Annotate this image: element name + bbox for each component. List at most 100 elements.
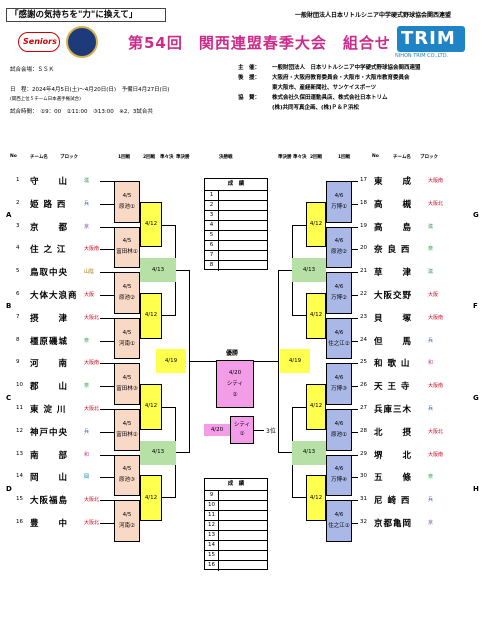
team-block: 奈 xyxy=(428,246,434,253)
sponsor-value: 株式会社久保田運動具店、株式会社日本トリム xyxy=(272,95,388,101)
trim-logo-text: TRIM xyxy=(401,28,456,49)
team-number: 21 xyxy=(360,268,367,275)
match-venue: 富田林② xyxy=(116,431,138,438)
results-row: 1 xyxy=(205,191,267,201)
results-rank: 5 xyxy=(205,231,219,240)
sponsor-label: 協 賛： xyxy=(238,95,261,101)
team-name: 堺 北 xyxy=(374,450,413,461)
final-venue: シティ xyxy=(226,380,244,387)
team-leader-line xyxy=(346,340,358,342)
team-block: 滋 xyxy=(428,269,434,276)
team-name: 京都亀岡 xyxy=(374,519,413,529)
results-row: 2 xyxy=(205,201,267,211)
team-number: 16 xyxy=(16,519,23,525)
results-row: 7 xyxy=(205,251,267,261)
team-number: 26 xyxy=(360,382,367,389)
team-leader-line xyxy=(100,386,114,388)
match-date: 4/6 xyxy=(334,466,344,473)
team-block: 兵 xyxy=(84,200,90,207)
column-header: チーム名 xyxy=(393,155,411,160)
final-connector-right xyxy=(254,361,278,363)
match-date: 4/5 xyxy=(122,283,132,290)
team-name: 北 摂 xyxy=(374,427,413,438)
match-date: 4/6 xyxy=(334,375,344,382)
team-number: 28 xyxy=(360,427,367,434)
results-rank: 7 xyxy=(205,251,219,260)
trim-logo-sub: NIHON TRIM CO.,LTD. xyxy=(395,53,449,59)
team-name: 高 島 xyxy=(374,222,413,233)
team-block: 京 xyxy=(428,520,434,526)
venue-label: 試合会場：ＳＳＫ xyxy=(10,67,55,73)
match-date: 4/5 xyxy=(122,238,132,245)
match-venue: 富田林① xyxy=(116,249,138,256)
results-row: 16 xyxy=(205,561,267,571)
round2-match: 4/12 xyxy=(306,475,326,521)
column-header: ブロック xyxy=(60,155,78,160)
team-block: 奈 xyxy=(84,337,90,344)
team-leader-line xyxy=(346,500,358,502)
team-block: 大阪 xyxy=(428,292,439,298)
team-leader-line xyxy=(100,409,114,410)
team-number: 31 xyxy=(360,496,367,503)
page-title: 第54回 関西連盟春季大会 組合せ xyxy=(128,34,391,52)
group-letter: A xyxy=(6,211,12,220)
match-date: 4/6 xyxy=(334,192,344,199)
team-number: 13 xyxy=(16,450,23,457)
match-venue: 住之江① xyxy=(328,522,350,529)
match-venue: 原池② xyxy=(331,249,347,256)
team-number: 23 xyxy=(360,313,367,320)
team-block: 奈 xyxy=(84,383,90,390)
match-venue: 原池③ xyxy=(119,477,135,484)
results-row: 8 xyxy=(205,261,267,271)
team-name: 天 王 寺 xyxy=(374,382,411,393)
third-place-date: 4/20 xyxy=(204,424,230,436)
group-letter: G xyxy=(473,393,479,402)
results-row: 4 xyxy=(205,221,267,231)
trim-logo: TRIM xyxy=(397,26,465,52)
team-name: 但 馬 xyxy=(374,336,413,347)
schedule-note: (関西上位５チーム日本選手権試合) xyxy=(10,97,81,102)
team-block: 大阪北 xyxy=(84,497,100,504)
team-block: 大阪南 xyxy=(84,360,100,367)
column-header: 準決勝 xyxy=(176,155,190,160)
results-rank: 2 xyxy=(205,201,219,210)
semifinal-bracket xyxy=(176,270,190,453)
results-rank: 16 xyxy=(205,561,219,571)
team-number: 27 xyxy=(360,405,367,411)
team-name: 郡 山 xyxy=(30,382,69,393)
match-venue: 河南② xyxy=(119,522,135,529)
team-name: 大阪福島 xyxy=(30,496,69,507)
match-venue: 万博② xyxy=(331,294,347,301)
team-leader-line xyxy=(346,523,358,524)
semifinal-date: 4/19 xyxy=(156,349,186,374)
match-venue: 原池① xyxy=(119,203,135,210)
match-venue: 万博③ xyxy=(331,386,347,393)
sponsor-label: 後 援： xyxy=(238,75,261,81)
column-header: 準々決 xyxy=(160,155,174,160)
team-name: 河 南 xyxy=(30,359,69,370)
match-venue: 住之江② xyxy=(328,340,350,347)
match-date: 4/5 xyxy=(122,420,132,427)
team-number: 5 xyxy=(16,268,20,275)
quarterfinal-date: 4/13 xyxy=(140,258,176,283)
final-game-number: ② xyxy=(232,391,238,398)
semifinal-date: 4/19 xyxy=(280,349,310,374)
results-row: 11 xyxy=(205,511,267,521)
team-leader-line xyxy=(100,249,114,251)
team-block: 大阪 xyxy=(84,292,95,298)
results-rank: 14 xyxy=(205,541,219,550)
seniors-logo-text: Seniors xyxy=(23,37,57,46)
team-leader-line xyxy=(100,181,114,182)
quarterfinal-date: 4/13 xyxy=(292,258,326,283)
team-name: 貝 塚 xyxy=(374,313,413,324)
team-number: 22 xyxy=(360,291,367,297)
column-header: 1回戦 xyxy=(338,155,351,160)
round2-match: 4/12 xyxy=(140,293,162,339)
results-row: 13 xyxy=(205,531,267,541)
match-date: 4/5 xyxy=(122,192,132,199)
round2-match: 4/12 xyxy=(140,384,162,430)
